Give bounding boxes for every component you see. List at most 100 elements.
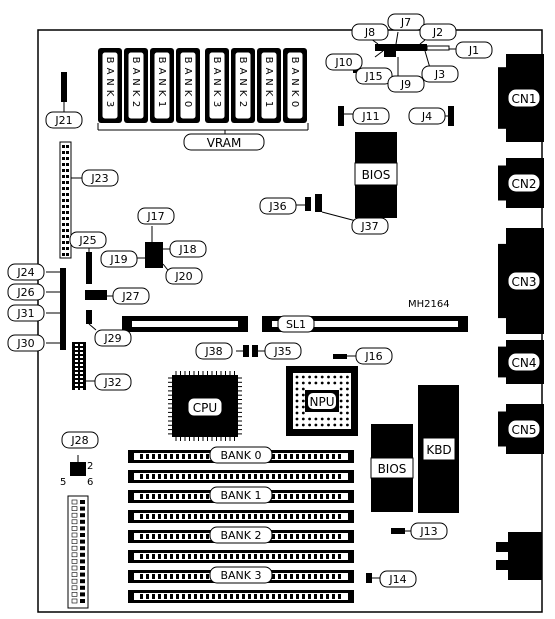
j4-header xyxy=(448,106,454,126)
svg-text:N: N xyxy=(289,78,300,85)
j38-header xyxy=(243,345,249,357)
jumper-label-j21: J21 xyxy=(54,114,72,127)
connector-cn2: CN2 xyxy=(498,158,544,208)
svg-text:N: N xyxy=(182,78,193,85)
svg-text:K: K xyxy=(263,90,274,97)
left-header-strip xyxy=(60,268,66,350)
svg-text:B: B xyxy=(237,57,248,64)
svg-text:A: A xyxy=(104,68,115,75)
jumper-label-j15: J15 xyxy=(364,70,382,83)
j14-header xyxy=(366,573,372,583)
svg-text:B: B xyxy=(263,57,274,64)
j27-header xyxy=(85,290,107,300)
j17-j20-cluster xyxy=(145,242,163,268)
jumper-label-j1: J1 xyxy=(468,44,479,57)
svg-text:0: 0 xyxy=(182,101,193,107)
svg-text:K: K xyxy=(156,90,167,97)
svg-text:N: N xyxy=(104,78,115,85)
jumper-label-j11: J11 xyxy=(361,110,379,123)
svg-text:N: N xyxy=(263,78,274,85)
bios-top-label: BIOS xyxy=(362,168,391,182)
svg-text:A: A xyxy=(156,68,167,75)
jumper-label-j28: J28 xyxy=(70,434,88,447)
svg-text:A: A xyxy=(130,68,141,75)
connector-label-cn1: CN1 xyxy=(512,92,537,106)
memory-bank-label-2: BANK 2 xyxy=(220,529,261,542)
svg-text:N: N xyxy=(211,78,222,85)
connector-label-cn5: CN5 xyxy=(512,423,537,437)
jumper-label-j36: J36 xyxy=(268,200,286,213)
jumper-label-j37: J37 xyxy=(360,220,378,233)
memory-bank-label-3: BANK 3 xyxy=(220,569,261,582)
j28-pin-2: 2 xyxy=(87,461,93,472)
jumper-label-j16: J16 xyxy=(364,350,382,363)
jumper-label-j24: J24 xyxy=(16,266,34,279)
svg-text:0: 0 xyxy=(289,101,300,107)
svg-text:3: 3 xyxy=(211,101,222,107)
simm-slot-1 xyxy=(128,470,354,483)
svg-text:A: A xyxy=(182,68,193,75)
j32-header xyxy=(72,342,86,390)
jumper-label-j4: J4 xyxy=(421,110,432,123)
j29-header xyxy=(86,310,92,324)
svg-text:B: B xyxy=(156,57,167,64)
jumper-label-j27: J27 xyxy=(121,290,139,303)
connector-cn1: CN1 xyxy=(498,54,544,142)
svg-text:A: A xyxy=(211,68,222,75)
simm-slot-3 xyxy=(128,510,354,523)
cpu-chip: CPU xyxy=(168,371,242,441)
svg-text:B: B xyxy=(104,57,115,64)
kbd-label: KBD xyxy=(426,443,451,457)
connector-label-cn2: CN2 xyxy=(512,177,537,191)
j13-header xyxy=(391,528,405,534)
npu-label: NPU xyxy=(310,395,335,409)
jumper-label-j13: J13 xyxy=(419,525,437,538)
svg-text:B: B xyxy=(289,57,300,64)
vram-label: VRAM xyxy=(207,136,242,150)
j28-pin-6: 6 xyxy=(87,477,93,488)
vram-label-box xyxy=(183,133,265,151)
j11-header xyxy=(338,106,344,126)
connector-label-cn4: CN4 xyxy=(512,356,537,370)
svg-text:K: K xyxy=(130,90,141,97)
connector-cn3: CN3 xyxy=(498,228,544,334)
j35-header xyxy=(252,345,258,357)
svg-text:2: 2 xyxy=(130,101,141,107)
j36-header xyxy=(305,197,311,211)
svg-text:N: N xyxy=(156,78,167,85)
j21-header xyxy=(61,72,67,102)
svg-text:K: K xyxy=(104,90,115,97)
jumper-label-j30: J30 xyxy=(16,337,34,350)
j16-header xyxy=(333,354,347,359)
jumper-label-j29: J29 xyxy=(103,332,121,345)
svg-text:3: 3 xyxy=(104,101,115,107)
connector-cn5: CN5 xyxy=(498,404,544,454)
svg-text:K: K xyxy=(211,90,222,97)
jumper-label-j9: J9 xyxy=(400,78,411,91)
vram-banks: BANK3BANK2BANK1BANK0BANK3BANK2BANK1BANK0… xyxy=(97,48,309,151)
svg-text:N: N xyxy=(130,78,141,85)
jumper-label-j23: J23 xyxy=(90,172,108,185)
keyboard-port xyxy=(508,532,542,580)
vram-bank-0: BANK 3 xyxy=(98,48,122,123)
slot-label: SL1 xyxy=(286,318,306,331)
connector-cn4: CN4 xyxy=(498,340,544,384)
jumper-label-j31: J31 xyxy=(16,307,34,320)
memory-bank-label-0: BANK 0 xyxy=(220,449,261,462)
svg-text:1: 1 xyxy=(156,101,167,107)
bios-bottom-label: BIOS xyxy=(378,462,407,476)
j28-pin-5: 5 xyxy=(60,477,66,488)
jumper-label-j26: J26 xyxy=(16,286,34,299)
simm-slot-7 xyxy=(128,590,354,603)
jumper-label-j20: J20 xyxy=(174,270,192,283)
jumper-label-j32: J32 xyxy=(103,376,121,389)
j37-header xyxy=(315,194,322,212)
